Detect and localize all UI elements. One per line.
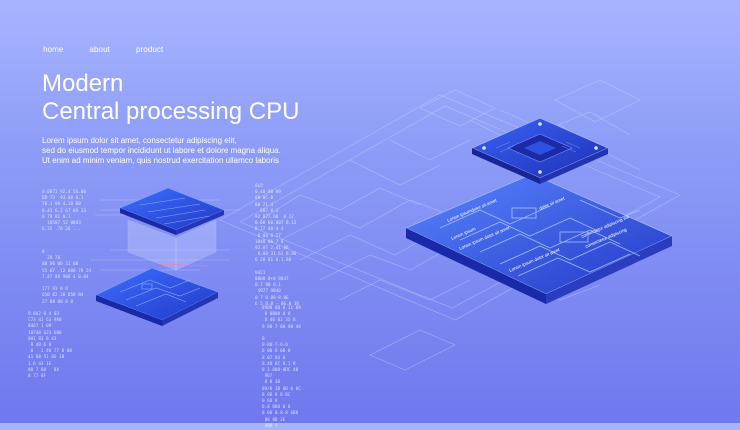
code-block-center-upper: 0LD 0.40 88 00 88 0C.0 80 71 4 887 0.3 9… <box>255 184 299 307</box>
large-cpu-chip-svg: Lorem ipsum dolor sit amet Lorem ipsum d… <box>405 117 673 304</box>
top-nav: home about product <box>43 45 189 54</box>
code-block-left-lower: 9.802 0 4 03 C73 41 63 9A8 8467 1 09 107… <box>28 312 72 380</box>
hero-title-line-1: Modern <box>42 70 124 97</box>
small-cpu-chip-illustration <box>90 180 250 330</box>
nav-about-link[interactable]: about <box>89 45 110 54</box>
code-block-center-lower: 8988 00 0 11 08 0 0B08 0 6 8 40 81 35 8 … <box>262 306 301 429</box>
hero-body-line-2: sed do eiusmod tempor incididunt ut labo… <box>42 146 281 155</box>
nav-home-link[interactable]: home <box>43 45 64 54</box>
nav-product-link[interactable]: product <box>135 45 164 54</box>
large-cpu-chip-illustration: Lorem ipsum dolor sit amet Lorem ipsum d… <box>400 100 700 340</box>
small-cpu-chip-svg <box>95 187 225 326</box>
hero-title: Modern Central processing CPU <box>42 70 299 126</box>
code-block-left-upper: 0.0071 92.4 56.00 DD 73 .93.08 0.1 78.1 … <box>42 190 86 233</box>
hero-body-line-1: Lorem ipsum dolor sit amet, consectetur … <box>42 136 237 145</box>
code-block-left-middle: 0 28 78 8B 00 00 31 08 55 07 .12 800 79 … <box>42 250 92 305</box>
hero-body-line-3: Ut enim ad minim veniam, quis nostrud ex… <box>42 156 279 165</box>
hero-title-line-2: Central processing CPU <box>42 98 300 125</box>
hero-description: Lorem ipsum dolor sit amet, consectetur … <box>42 136 312 166</box>
